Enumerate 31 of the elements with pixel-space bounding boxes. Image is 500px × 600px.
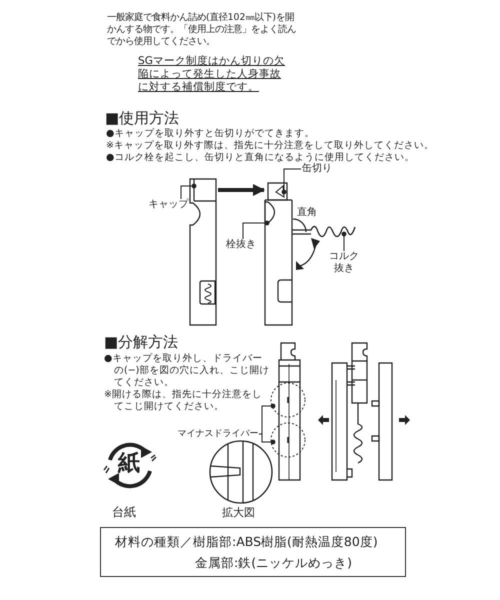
notice-paragraph: SGマーク制度はかん切りの欠陥によって発生した人身事故に対する補償制度です。: [138, 55, 286, 94]
leader-line: [258, 434, 276, 444]
material-text: 金属部:鉄(ニッケルめっき): [195, 555, 352, 572]
leader-line: [282, 168, 302, 194]
instruction-text: ●コルク栓を起こし、缶切りと直角になるように使用してください。: [106, 151, 414, 163]
note-text: ※開ける際は、指先に十分注意をしてこじ開けてください。: [104, 389, 263, 413]
callout-label: 缶切り: [301, 163, 333, 175]
callout-label: キャップ: [146, 199, 191, 211]
note-text: ※キャップを取り外す際は、指先に十分注意をして取り外してください。: [106, 139, 434, 152]
section-heading: ■使用方法: [105, 109, 180, 128]
mark-caption: 台紙: [112, 504, 136, 521]
leader-line: [242, 220, 270, 240]
figure-caption: 拡大図: [222, 505, 255, 520]
intro-paragraph: 一般家庭で食料かん詰め(直径102㎜以下)を開かんする物です。「使用上の注意」をよく読んでから使用してください。: [107, 12, 297, 48]
arrow: [218, 184, 265, 196]
instruction-text: ●キャップを取り外し、ドライバーの(−)部を図の穴に入れ、こじ開けてください。: [104, 353, 270, 389]
instruction-text: ●キャップを取り外すと缶切りがでてきます。: [106, 127, 314, 140]
callout-label: コルク抜き: [328, 251, 360, 275]
callout-label: 栓抜き: [224, 239, 258, 251]
section-heading: ■分解方法: [104, 333, 178, 352]
material-text: 材料の種類／樹脂部:ABS樹脂(耐熱温度80度): [115, 534, 378, 551]
closed-tool-drawing: [188, 178, 218, 327]
callout-label: マイナスドライバー: [177, 428, 259, 440]
mark-character: 紙: [118, 451, 140, 477]
leader-line: [180, 184, 196, 200]
leader-line: [258, 404, 276, 434]
leader-line: [342, 232, 346, 252]
angle-label: 直角: [297, 206, 317, 219]
open-tool-drawing: [264, 181, 358, 327]
materials-box: [100, 527, 406, 577]
assembled-tool-drawing: [270, 343, 306, 481]
